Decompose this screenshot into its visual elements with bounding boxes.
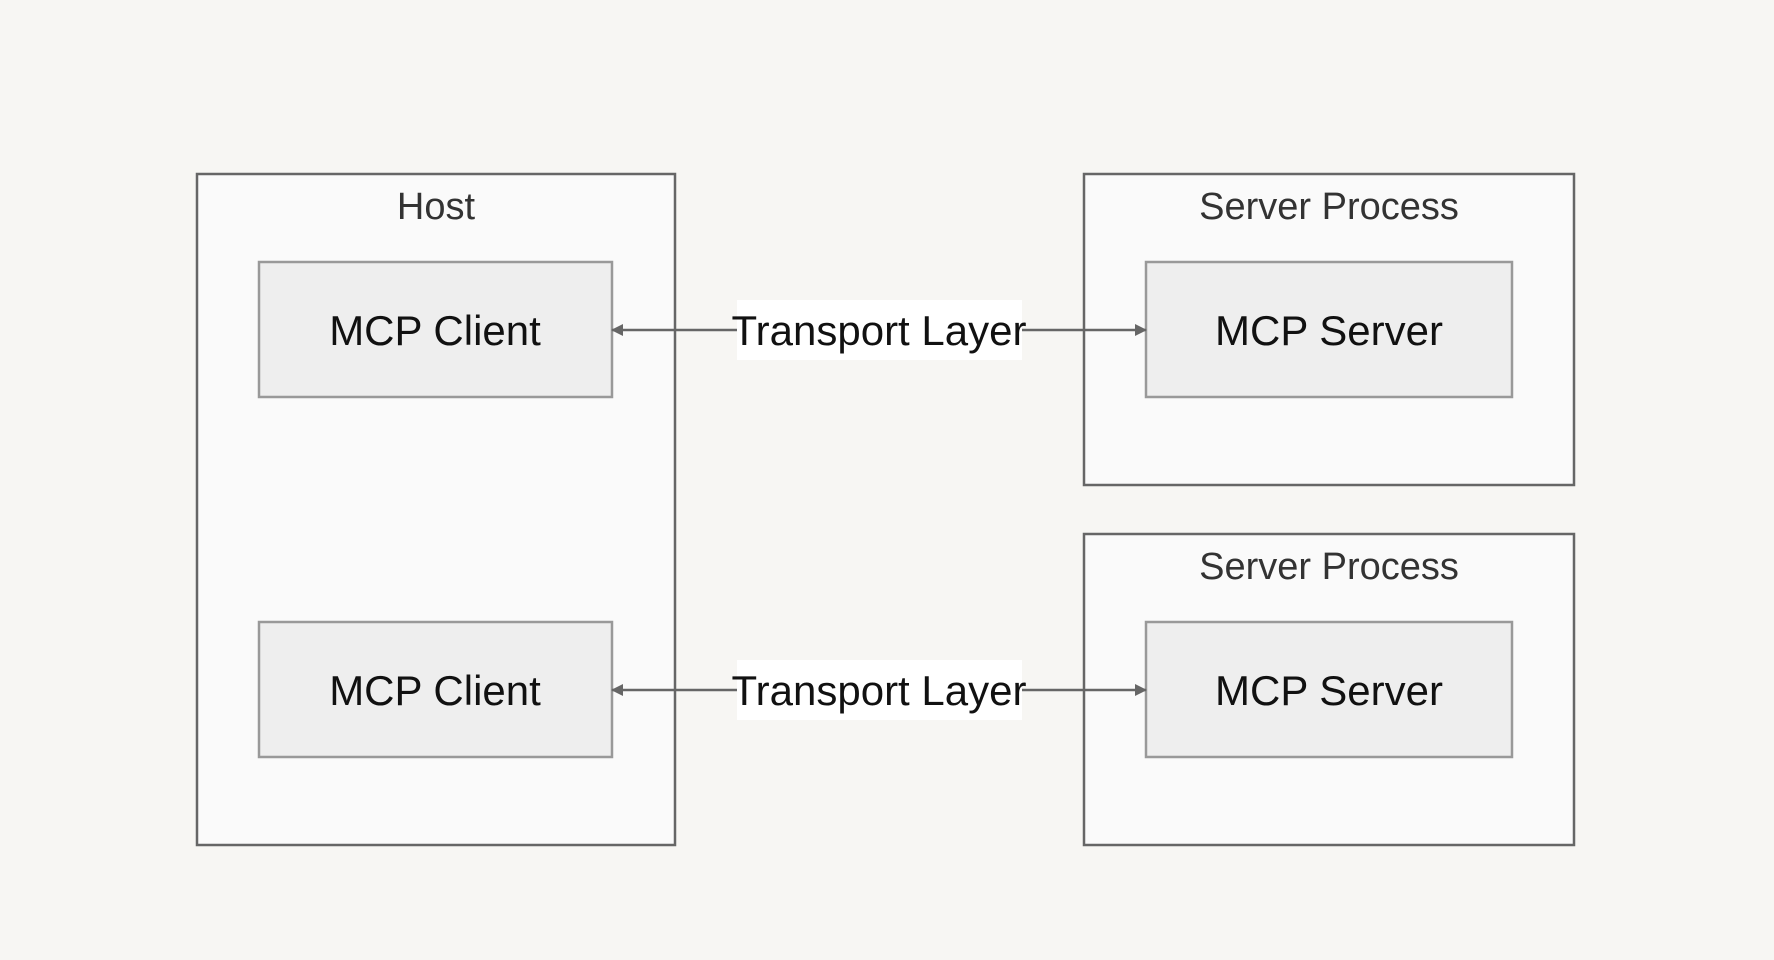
host-title: Host xyxy=(397,186,476,228)
mcp-client-label-1: MCP Client xyxy=(329,307,541,354)
mcp-client-node-1: MCP Client xyxy=(257,260,614,399)
mcp-client-node-2: MCP Client xyxy=(257,620,614,759)
mcp-server-label-2: MCP Server xyxy=(1215,667,1443,714)
server-process-title-2: Server Process xyxy=(1199,546,1459,588)
mcp-server-label-1: MCP Server xyxy=(1215,307,1443,354)
transport-layer-label-2: Transport Layer xyxy=(732,667,1027,714)
mcp-server-node-2: MCP Server xyxy=(1144,620,1514,759)
mcp-server-node-1: MCP Server xyxy=(1144,260,1514,399)
mcp-client-label-2: MCP Client xyxy=(329,667,541,714)
transport-layer-label-1: Transport Layer xyxy=(732,307,1027,354)
edge-label-background-2 xyxy=(737,660,1022,720)
server-process-title-1: Server Process xyxy=(1199,186,1459,228)
transport-edge-2: Transport Layer xyxy=(611,660,1147,720)
transport-edge-1: Transport Layer xyxy=(611,300,1147,360)
edge-label-background-1 xyxy=(737,300,1022,360)
